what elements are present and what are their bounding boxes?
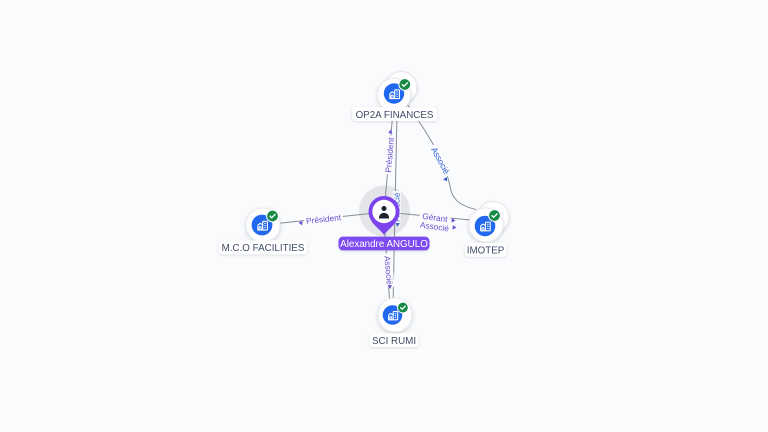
svg-text:Alexandre ANGULO: Alexandre ANGULO bbox=[340, 239, 428, 250]
svg-text:Président: Président bbox=[306, 212, 343, 226]
svg-text:Associé: Associé bbox=[419, 220, 450, 234]
svg-text:SCI RUMI: SCI RUMI bbox=[372, 336, 416, 347]
svg-text:Gérant: Gérant bbox=[422, 211, 449, 225]
svg-text:Associé: Associé bbox=[382, 255, 395, 285]
svg-text:OP2A FINANCES: OP2A FINANCES bbox=[356, 110, 434, 121]
svg-text:Président: Président bbox=[383, 136, 396, 172]
svg-text:M.C.O FACILITIES: M.C.O FACILITIES bbox=[222, 243, 305, 254]
svg-text:IMOTEP: IMOTEP bbox=[467, 246, 505, 257]
